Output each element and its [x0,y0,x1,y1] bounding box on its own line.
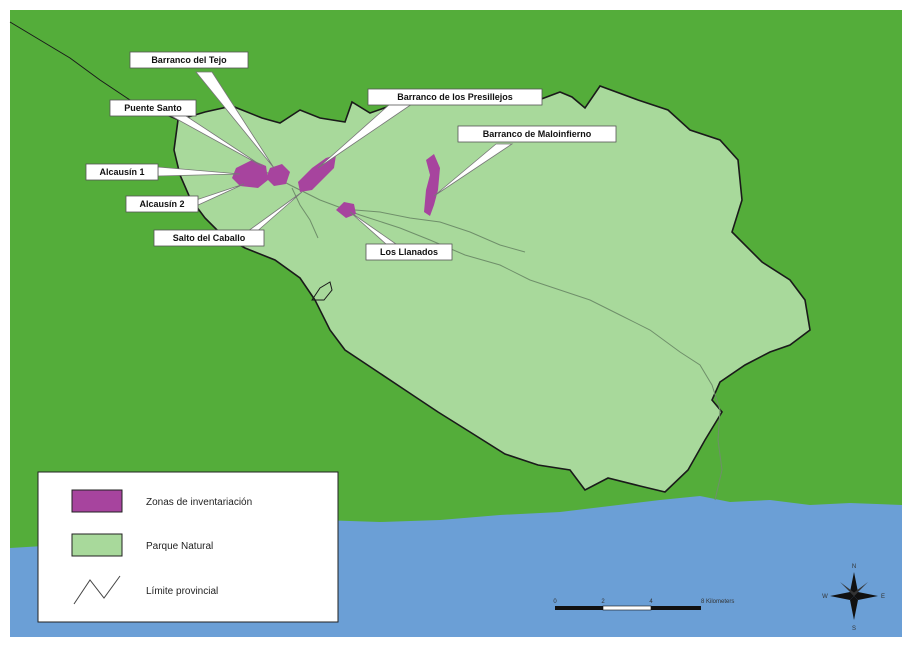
compass-n: N [852,564,856,570]
legend-label-zones: Zonas de inventariación [146,497,252,508]
label-alcausin-2: Alcausín 2 [139,199,184,209]
scale-segment-3 [651,606,701,610]
park-swatch [71,533,123,557]
zones-group [232,154,440,218]
label-los-llanados: Los Llanados [380,247,438,257]
label-alcausin-1: Alcausín 1 [99,167,144,177]
scale-tick-2: 2 [601,599,605,605]
legend-label-boundary: Límite provincial [146,586,218,597]
boundary-line-symbol [73,575,121,605]
zone-los-llanados [336,202,356,218]
leader-barranco-del-tejo [195,71,275,169]
callout-puente-santo: Puente Santo [109,99,197,117]
callout-maloinfierno: Barranco de Maloinfierno [457,125,617,143]
legend: Zonas de inventariación Parque Natural L… [37,471,339,623]
callout-presillejos: Barranco de los Presillejos [367,88,543,106]
scale-tick-8: 8 Kilometers [701,599,734,605]
zones-swatch [71,489,123,513]
provincial-boundary-island [311,281,333,301]
label-puente-santo: Puente Santo [124,103,182,113]
compass-e: E [881,594,885,600]
compass-s: S [852,626,856,632]
compass-w: W [822,594,828,600]
scale-tick-4: 4 [649,599,653,605]
callout-leaders [157,71,514,245]
leader-maloinfierno [433,143,514,197]
scale-segment-1 [555,606,603,610]
label-salto-del-caballo: Salto del Caballo [173,233,246,243]
label-barranco-maloinfierno: Barranco de Maloinfierno [483,129,592,139]
callout-alcausin-2: Alcausín 2 [125,195,199,213]
label-barranco-presillejos: Barranco de los Presillejos [397,92,513,102]
legend-label-park: Parque Natural [146,541,213,552]
zone-barranco-del-tejo [266,164,290,186]
callout-alcausin-1: Alcausín 1 [85,163,159,181]
scale-tick-0: 0 [553,599,557,605]
zone-alcausin [232,160,268,188]
compass-rose-icon: N S E W [822,564,885,632]
callout-los-llanados: Los Llanados [365,243,453,261]
scale-bar: 0 2 4 8 Kilometers [553,599,734,611]
zone-presillejos [298,155,336,192]
zone-maloinfierno [424,154,440,216]
river-branch [354,209,526,253]
river-main [261,169,723,501]
callout-barranco-del-tejo: Barranco del Tejo [129,51,249,69]
callout-salto-del-caballo: Salto del Caballo [153,229,265,247]
scale-segment-2 [602,605,652,611]
label-barranco-del-tejo: Barranco del Tejo [151,55,227,65]
